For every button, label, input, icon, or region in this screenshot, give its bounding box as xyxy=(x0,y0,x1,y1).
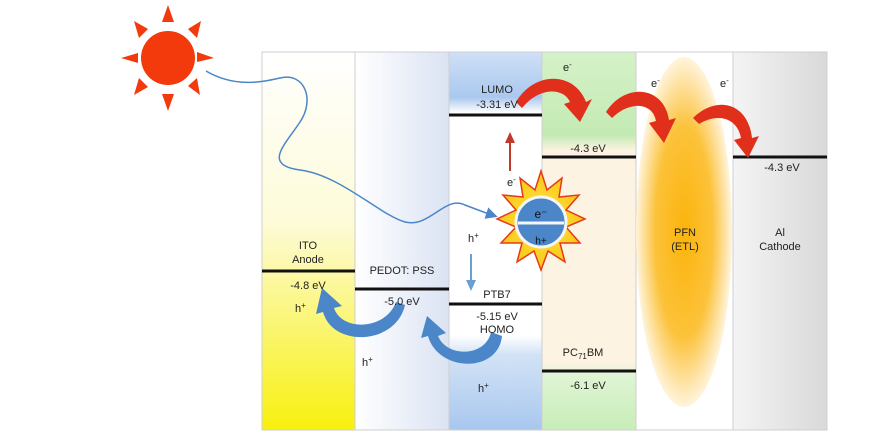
ptb7-homo-energy: -5.15 eV xyxy=(476,311,518,323)
sun-icon xyxy=(121,5,214,111)
ito-energy: -4.8 eV xyxy=(290,280,326,292)
hole-down-arrow xyxy=(466,254,476,291)
al-name-line1: Al xyxy=(775,227,785,239)
hole-transfer-arrow-1 xyxy=(316,288,405,338)
electron-transfer-arrow-3 xyxy=(693,104,759,158)
pfn-name-line2: (ETL) xyxy=(671,241,699,253)
hole-transfer-arrow-2 xyxy=(421,316,502,364)
pfn-glow xyxy=(636,57,732,407)
ptb7-homo-label: HOMO xyxy=(480,324,515,336)
pcbm-lumo-energy: -4.3 eV xyxy=(570,143,606,155)
pfn-name-line1: PFN xyxy=(674,227,696,239)
ito-layer xyxy=(261,51,356,431)
al-layer xyxy=(732,51,828,431)
ptb7-lumo-energy: -3.31 eV xyxy=(476,99,518,111)
ito-name-line1: ITO xyxy=(299,240,318,252)
ptb7-name: PTB7 xyxy=(483,289,511,301)
pedot-layer xyxy=(354,51,450,431)
hole-label-4: h+ xyxy=(478,381,489,395)
exciton-electron-label: e⁻ xyxy=(534,207,547,221)
pedot-energy: -5.0 eV xyxy=(384,296,420,308)
electron-transfer-arrow-1 xyxy=(516,78,592,122)
pcbm-homo-energy: -6.1 eV xyxy=(570,380,606,392)
pcbm-name-sub: 71 xyxy=(578,352,587,361)
electron-label-3: e- xyxy=(720,76,729,90)
electron-up-arrow xyxy=(505,132,515,171)
al-energy: -4.3 eV xyxy=(764,162,800,174)
light-ray xyxy=(205,70,498,224)
pcbm-name-suffix: BM xyxy=(587,347,604,359)
hole-label-3: h+ xyxy=(362,355,373,369)
pedot-name: PEDOT: PSS xyxy=(370,265,435,277)
electron-transfer-arrow-2 xyxy=(606,91,676,143)
exciton-hole-label: h+ xyxy=(535,236,547,247)
pcbm-name: PC71BM xyxy=(563,347,604,361)
hole-label-1: h+ xyxy=(468,231,479,245)
pcbm-name-prefix: PC xyxy=(563,347,578,359)
electron-label-4: e- xyxy=(507,175,516,189)
electron-label-2: e- xyxy=(651,76,660,90)
al-name-line2: Cathode xyxy=(759,241,801,253)
electron-label-1: e- xyxy=(563,60,572,74)
ito-name-line2: Anode xyxy=(292,254,324,266)
ptb7-lumo-label: LUMO xyxy=(481,84,513,96)
hole-label-2: h+ xyxy=(295,301,306,315)
